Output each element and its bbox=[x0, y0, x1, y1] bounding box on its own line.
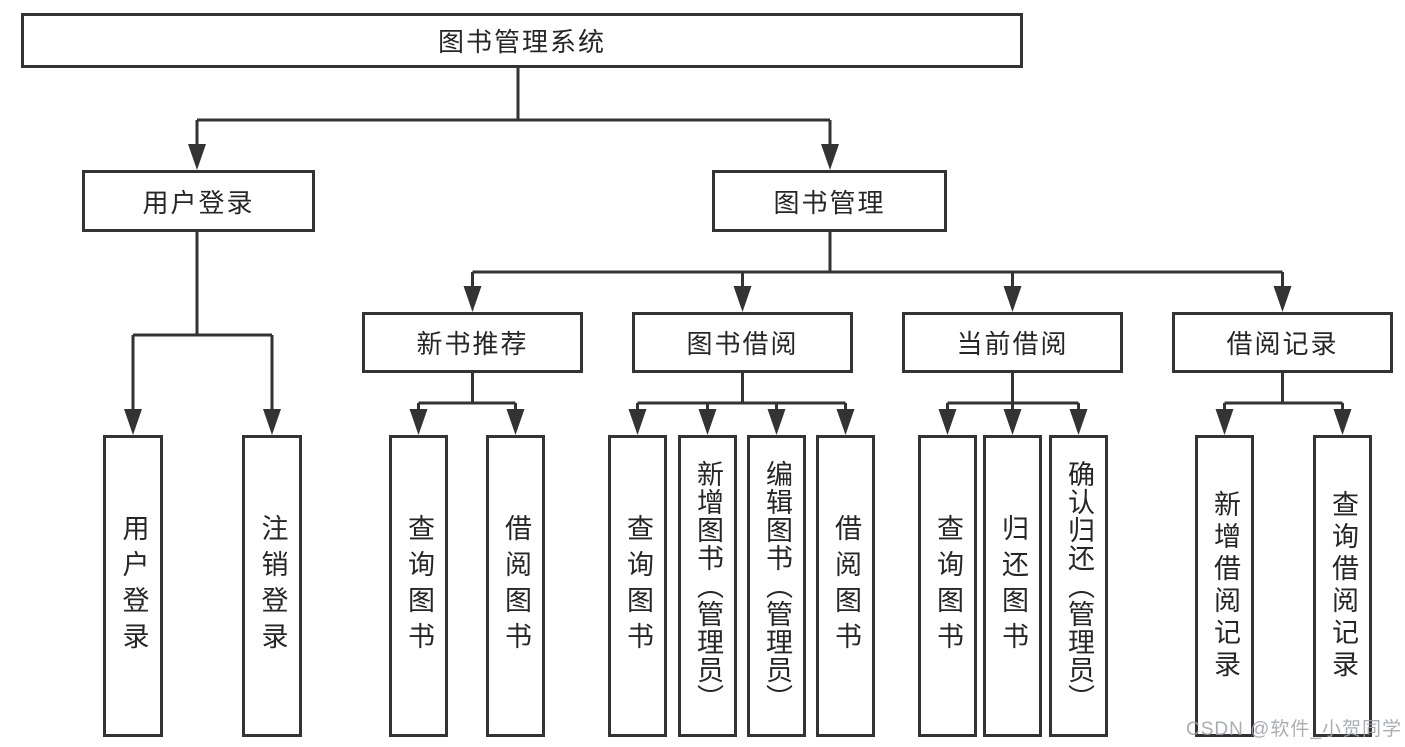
node-leaf-query-borrow-record: 查询借阅记录 bbox=[1313, 435, 1372, 737]
node-new-book-recommendation: 新书推荐 bbox=[362, 312, 583, 373]
node-leaf-borrow-books-2: 借阅图书 bbox=[816, 435, 875, 737]
node-leaf-query-books-2: 查询图书 bbox=[608, 435, 667, 737]
node-user-login-module: 用户登录 bbox=[82, 170, 315, 232]
node-borrowing-records: 借阅记录 bbox=[1172, 312, 1393, 373]
node-leaf-query-books-3: 查询图书 bbox=[918, 435, 977, 737]
node-leaf-add-borrow-record: 新增借阅记录 bbox=[1195, 435, 1254, 737]
node-leaf-user-login: 用户登录 bbox=[103, 435, 163, 737]
node-leaf-edit-books-admin: 编辑图书（管理员） bbox=[747, 435, 806, 737]
node-leaf-logout: 注销登录 bbox=[242, 435, 302, 737]
node-book-management-module: 图书管理 bbox=[712, 170, 947, 232]
node-library-management-system: 图书管理系统 bbox=[21, 13, 1023, 68]
node-leaf-return-books: 归还图书 bbox=[983, 435, 1042, 737]
node-book-borrowing: 图书借阅 bbox=[632, 312, 853, 373]
node-leaf-borrow-books-1: 借阅图书 bbox=[486, 435, 545, 737]
node-leaf-add-books-admin: 新增图书（管理员） bbox=[678, 435, 737, 737]
node-current-borrowing: 当前借阅 bbox=[902, 312, 1123, 373]
csdn-watermark: CSDN @软件_小贺同学 bbox=[1186, 719, 1402, 740]
node-leaf-confirm-return-admin: 确认归还（管理员） bbox=[1049, 435, 1108, 737]
node-leaf-query-books-1: 查询图书 bbox=[389, 435, 448, 737]
arrowhead-icons bbox=[124, 144, 1352, 435]
